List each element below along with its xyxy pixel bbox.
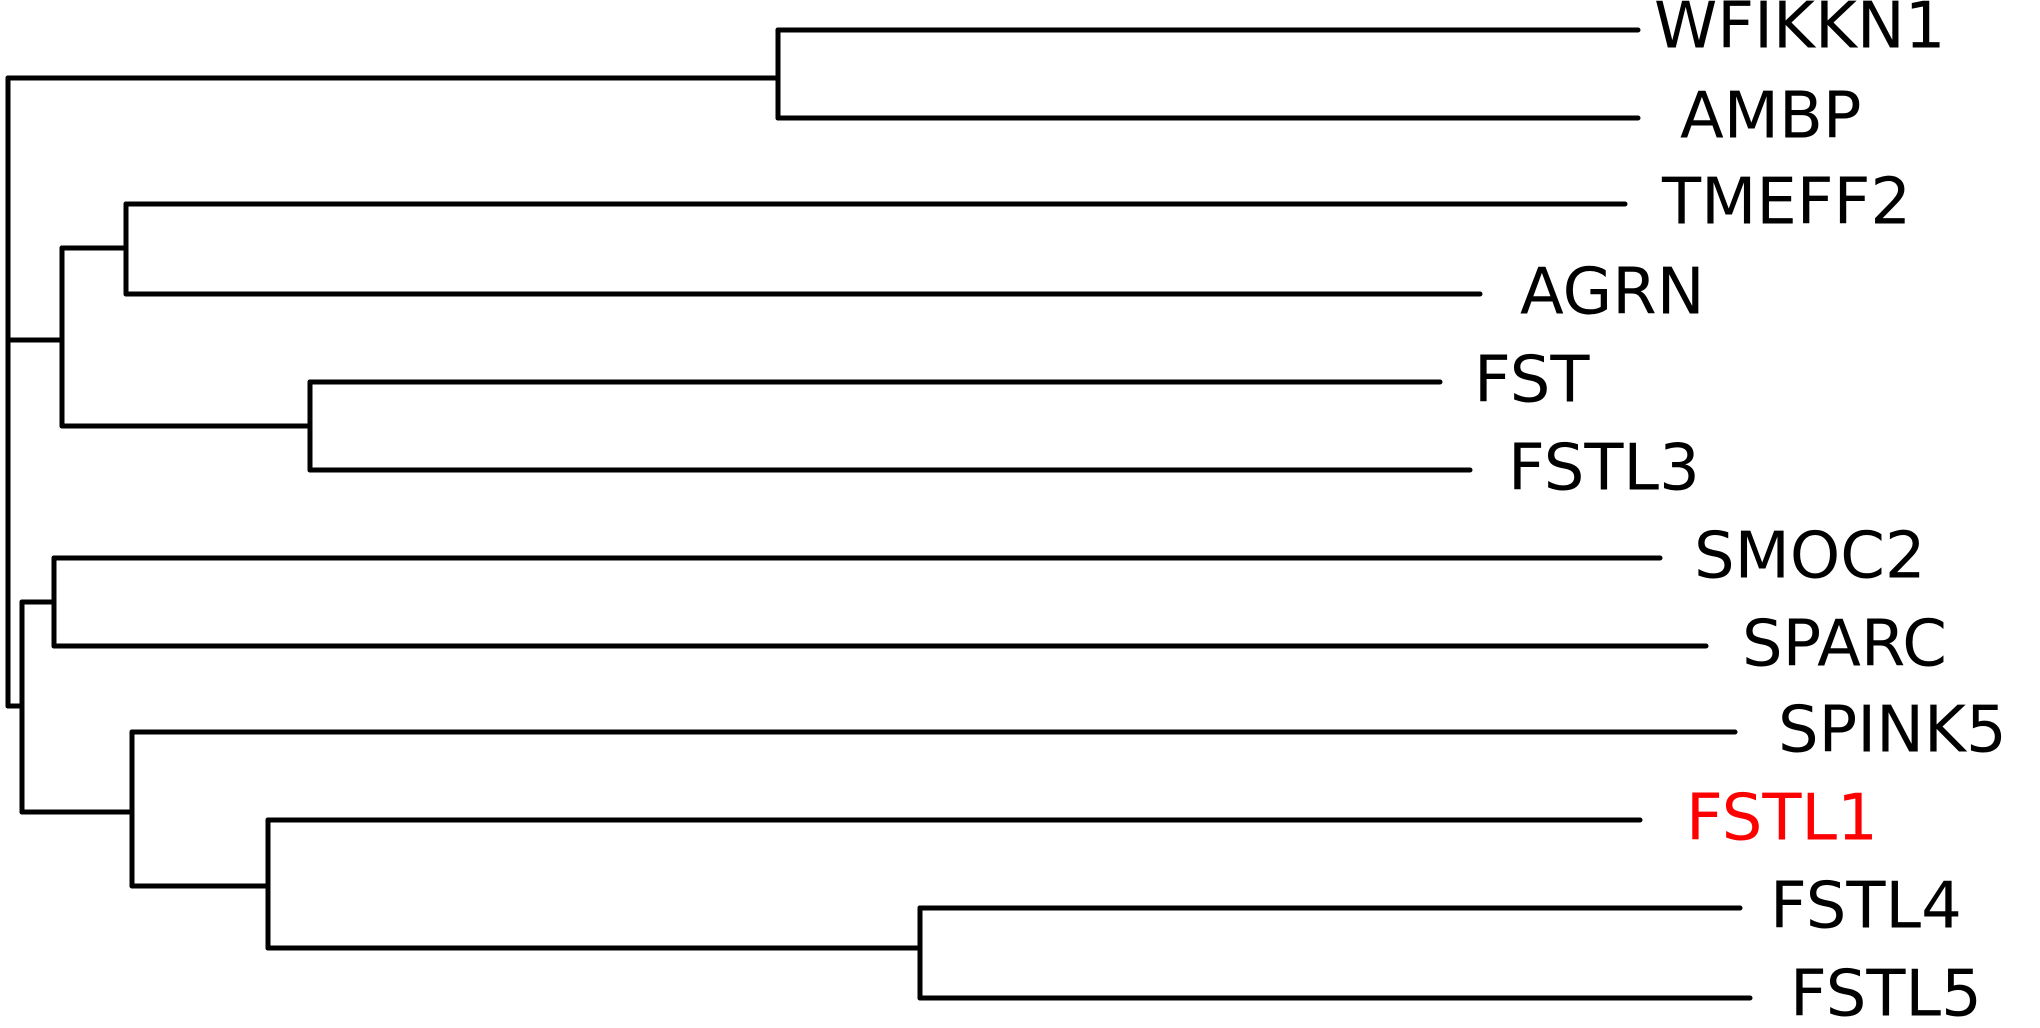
leaf-label-wfikkn1: WFIKKN1 [1654,0,1946,64]
leaf-label-smoc2: SMOC2 [1694,520,1926,594]
leaf-labels: WFIKKN1 AMBP TMEFF2 AGRN FST FSTL3 SMOC2… [1474,0,2007,1028]
leaf-label-fstl5: FSTL5 [1790,958,1982,1028]
leaf-label-fstl4: FSTL4 [1770,870,1962,944]
leaf-label-tmeff2: TMEFF2 [1661,166,1911,240]
leaf-label-fst: FST [1474,344,1590,418]
leaf-label-sparc: SPARC [1742,608,1947,682]
leaf-label-ambp: AMBP [1680,80,1862,154]
leaf-label-agrn: AGRN [1520,256,1705,330]
leaf-label-fstl3: FSTL3 [1508,432,1700,506]
branches [5,27,1753,1001]
leaf-label-fstl1: FSTL1 [1686,782,1878,856]
leaf-label-spink5: SPINK5 [1778,694,2007,768]
